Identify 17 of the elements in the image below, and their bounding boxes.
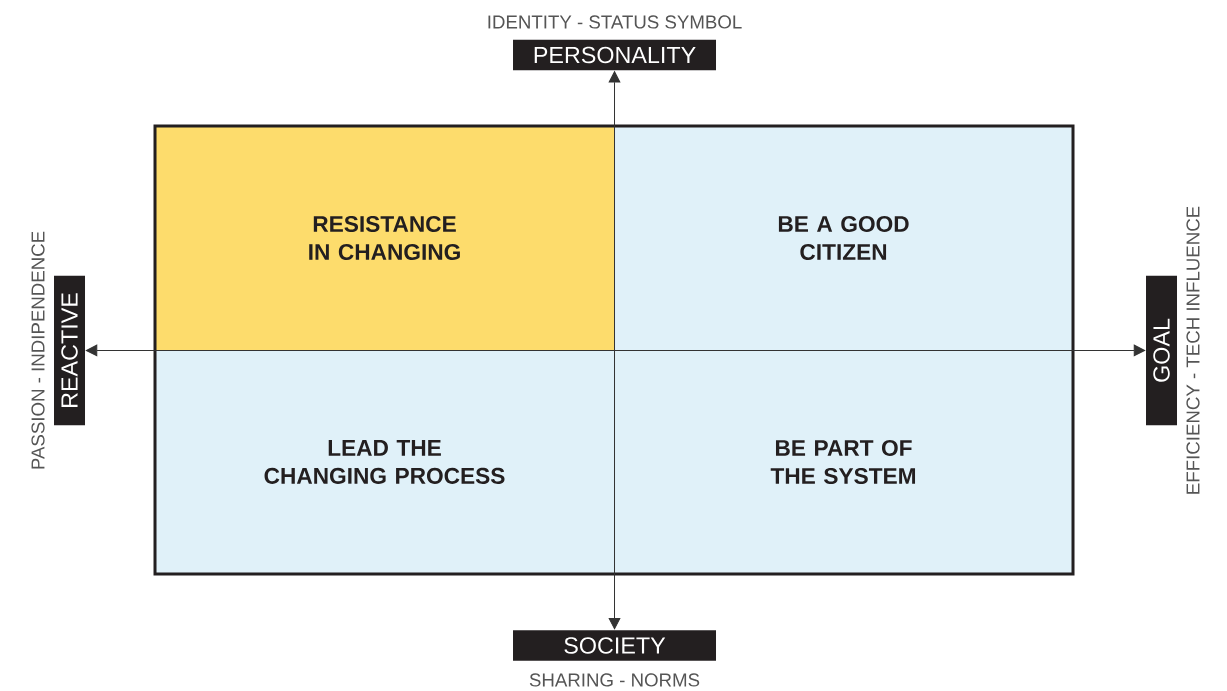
quadrant-box: RESISTANCE IN CHANGING (155, 126, 614, 350)
axis-label-box: SOCIETY (513, 630, 716, 661)
axis-subtitle: IDENTITY - STATUS SYMBOL (488, 15, 742, 29)
node-label: LEAD THE CHANGING PROCESS (264, 440, 505, 484)
axis-arrow (85, 344, 1146, 357)
axis-arrow (608, 71, 621, 630)
axis-subtitle: PASSION - INDIPENDENCE (31, 231, 45, 469)
node-label: BE A GOOD CITIZEN (778, 215, 909, 261)
quadrant-box: LEAD THE CHANGING PROCESS (155, 350, 614, 574)
axis-label-box: PERSONALITY (513, 39, 716, 71)
node-label: BE PART OF THE SYSTEM (770, 439, 916, 485)
axis-label-box: GOAL (1146, 275, 1177, 426)
axis-label-box: REACTIVE (54, 275, 85, 426)
axis-subtitle: EFFICIENCY - TECH INFLUENCE (1186, 206, 1200, 494)
quadrant-box: BE PART OF THE SYSTEM (614, 350, 1073, 574)
axis-subtitle: SHARING - NORMS (529, 673, 700, 687)
quadrant-box: BE A GOOD CITIZEN (614, 126, 1073, 350)
